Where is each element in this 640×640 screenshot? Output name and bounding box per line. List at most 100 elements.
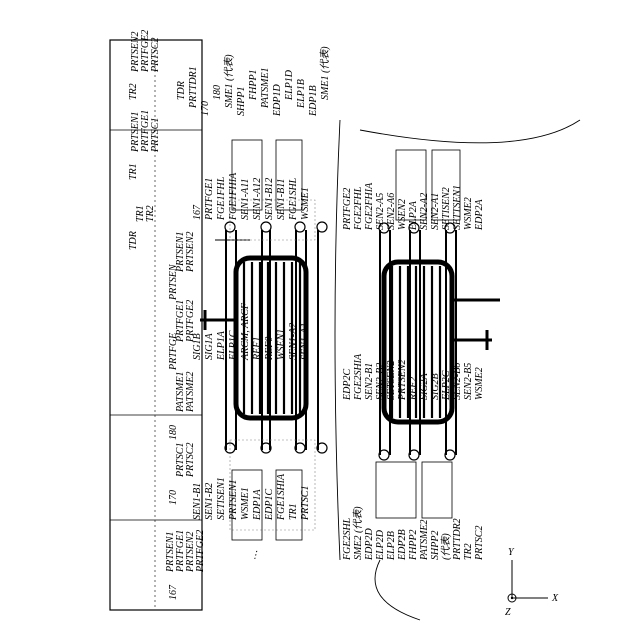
top-label-10: ELP1B <box>296 79 307 109</box>
legend-item-5-1: TR2 <box>145 205 156 222</box>
top-label-7: PATSME1 <box>260 67 271 109</box>
lower-label-14: FGE2SHIA <box>353 353 364 401</box>
lower-label-30: ELP2B <box>386 531 397 561</box>
upper-label-19: SEN1-A1 <box>300 323 311 360</box>
lower-label-35: (代表) <box>440 533 452 560</box>
upper-label-2: FGE1FHL <box>216 176 227 221</box>
lower-label-21: SIG2B <box>430 373 441 400</box>
top-label-2: 170 <box>200 101 211 116</box>
upper-label-8: FGE1SHL <box>288 177 299 221</box>
top-label-5: SHPP1 <box>236 87 247 116</box>
lower-label-29: ELP2D <box>375 529 386 561</box>
lower-label-37: TR2 <box>463 543 474 560</box>
upper-label-22: SETISEN1 <box>216 477 227 520</box>
upper-label-26: EDP1C <box>264 489 275 521</box>
axis-label-z: Z <box>505 607 511 618</box>
top-label-11: EDP1B <box>308 85 319 117</box>
upper-label-13: ELP1C <box>228 330 239 361</box>
lower-label-22: ELP2C <box>441 370 452 401</box>
upper-label-15: REF1 <box>252 337 263 361</box>
legend-key-1: 170 <box>168 490 179 505</box>
upper-label-5: SEN1-A12 <box>252 178 263 220</box>
lower-label-27: SME2 (代表) <box>352 506 364 560</box>
legend-item-1-1: PRTSC2 <box>185 443 196 478</box>
axis-label-y: Y <box>508 547 515 558</box>
lower-label-33: PATSME2 <box>419 519 430 561</box>
upper-label-11: SIG1A <box>204 332 215 360</box>
lower-label-7: SEN2-A2 <box>419 193 430 230</box>
top-label-4: SME1 (代表) <box>223 54 235 108</box>
top-label-6: FHPP1 <box>248 69 259 101</box>
upper-label-4: SEN1-A11 <box>240 179 251 220</box>
upper-label-10: SIG1B <box>192 333 203 360</box>
lower-label-10: SETTSEN1 <box>452 185 463 230</box>
lower-label-20: SIG2A <box>419 372 430 400</box>
lower-label-6: ELP2A <box>408 200 419 231</box>
legend-item-2-1: PATSME2 <box>185 371 196 413</box>
upper-label-9: WSME1 <box>300 187 311 220</box>
top-label-3: 180 <box>212 85 223 100</box>
lower-label-13: EDP2C <box>342 369 353 401</box>
lower-label-38: PRTSC2 <box>474 526 485 561</box>
legend-item-7-2: PRTSC2 <box>150 38 161 73</box>
lower-label-11: WSME2 <box>463 197 474 230</box>
upper-label-21: SEN1-B2 <box>204 483 215 520</box>
upper-label-23: PRTSEN1 <box>228 479 239 521</box>
upper-label-28: TR1 <box>288 503 299 520</box>
legend-key-6: TR1 <box>128 163 139 180</box>
lower-label-25: WSME2 <box>474 367 485 400</box>
top-label-1: PRTTDR1 <box>188 66 199 109</box>
callout-labels: TDRPRTTDR1170180SME1 (代表)SHPP1FHPP1PATSM… <box>176 46 485 561</box>
lower-label-26: FGE2SHL <box>342 517 353 561</box>
lower-label-12: EDP2A <box>474 199 485 231</box>
top-label-8: EDP1D <box>272 84 283 117</box>
upper-label-3: FGE1FHIA <box>228 172 239 221</box>
lower-label-16: SEN2-B2 <box>375 363 386 400</box>
upper-label-24: WSME1 <box>240 487 251 520</box>
legend-item-6-2: PRTSC1 <box>150 118 161 153</box>
lower-label-1: FGE2FHL <box>353 186 364 231</box>
legend-item-4-1: PRTSEN2 <box>185 231 196 273</box>
legend-key-0: 167 <box>168 584 179 600</box>
upper-label-7: SEN1-B11 <box>276 179 287 220</box>
upper-label-14: ARCM, ARCF <box>240 302 251 361</box>
lower-label-24: SEN2-B5 <box>463 363 474 400</box>
lower-label-2: FGE2FHIA <box>364 182 375 231</box>
top-label-0: TDR <box>176 81 187 100</box>
lower-label-17: SETSEN2 <box>386 361 397 400</box>
legend-item-0-3: PRTFGE2 <box>195 530 206 573</box>
axis-label-x: X <box>551 593 559 604</box>
lower-label-18: PRTSEN2 <box>397 359 408 401</box>
lower-label-0: PRTFGE2 <box>342 188 353 231</box>
upper-label-16: REF0 <box>264 337 275 361</box>
upper-label-27: FGE1SHIA <box>276 473 287 521</box>
lower-label-3: SEN2-A5 <box>375 193 386 230</box>
lower-label-4: SEN2-A6 <box>386 193 397 230</box>
top-label-12: SME1 (代表) <box>319 46 331 100</box>
lower-label-8: SEN2-A1 <box>430 193 441 230</box>
upper-label-20: SEN1-B1 <box>192 483 203 520</box>
upper-label-18: SEN1-A2 <box>288 323 299 360</box>
axis-triad: Y X Z <box>505 547 559 618</box>
lower-label-31: EDP2B <box>397 529 408 561</box>
upper-label-6: SEN1-B12 <box>264 178 275 220</box>
upper-label-17: WSEN1 <box>276 329 287 360</box>
legend-key-2: 180 <box>168 425 179 440</box>
top-label-9: ELP1D <box>284 69 295 101</box>
lower-label-5: WSEN2 <box>397 199 408 230</box>
lower-label-15: SEN2-B1 <box>364 363 375 400</box>
lower-label-19: REF2 <box>408 377 419 401</box>
lower-label-9: SETISEN2 <box>441 187 452 230</box>
upper-label-25: EDP1A <box>252 489 263 521</box>
upper-label-29: PRTSC1 <box>300 486 311 521</box>
lower-label-32: FHPP2 <box>408 529 419 561</box>
legend-key-7: TR2 <box>128 83 139 100</box>
legend-key-5: TDR <box>128 231 139 250</box>
lower-label-23: SEN2-B6 <box>452 363 463 400</box>
ellipsis-mark-1: ⋮ <box>250 550 260 561</box>
lower-label-28: EDP2D <box>364 528 375 561</box>
upper-label-1: PRTFGE1 <box>204 178 215 221</box>
upper-label-12: ELP1A <box>216 330 227 361</box>
upper-label-0: 167 <box>192 204 203 220</box>
